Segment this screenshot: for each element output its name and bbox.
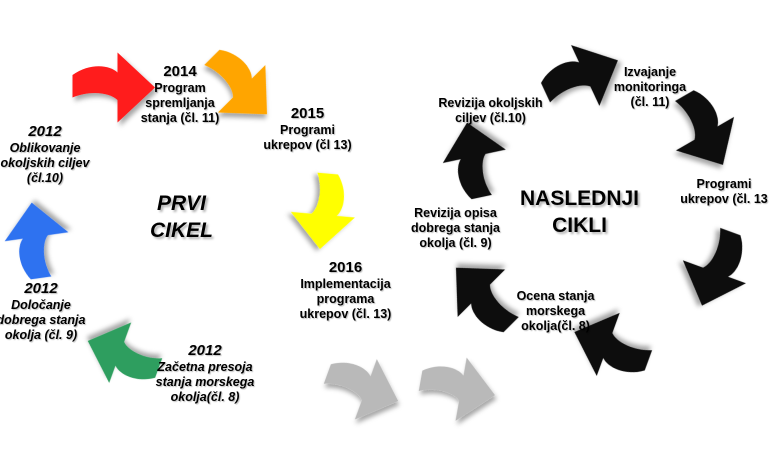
black-arrow-middle-upper <box>442 122 506 200</box>
cycle1-step-2014: 2014 Program spremljanja stanja (čl. 11) <box>130 62 230 126</box>
cycle1-step-2012-targets: 2012 Oblikovanje okoljskih ciljev (čl.10… <box>0 122 100 186</box>
black-arrow-bottom <box>574 312 653 376</box>
step-text: dobrega stanja <box>411 221 500 235</box>
cycle2-step-assessment: Ocena stanja morskega okolja(čl. 8) <box>498 289 613 334</box>
step-text: stanja (čl. 11) <box>140 111 220 125</box>
step-text: Izvajanje <box>623 65 677 79</box>
step-text: okolja (čl. 9) <box>4 328 78 342</box>
step-year: 2016 <box>328 259 363 276</box>
cycle1-step-2016: 2016 Implementacija programa ukrepov (čl… <box>288 258 403 322</box>
step-text: programa <box>316 292 375 306</box>
red-arrow <box>72 52 155 123</box>
gray-arrow-1 <box>323 359 399 420</box>
step-text: Revizija opisa <box>414 206 497 220</box>
step-text: okoljskih ciljev <box>0 156 90 170</box>
step-text: morskega <box>525 304 586 318</box>
yellow-arrow <box>290 172 356 250</box>
step-year: 2012 <box>28 123 62 140</box>
cycle2-step-monitoring: Izvajanje monitoringa (čl. 11) <box>600 65 700 110</box>
cycle2-title-line: CIKLI <box>552 214 607 237</box>
step-text: Revizija okoljskih <box>438 96 543 110</box>
cycle2-step-ges-revision: Revizija opisa dobrega stanja okolja (čl… <box>398 206 513 251</box>
cycle1-step-2012-assessment: 2012 Začetna presoja stanja morskega oko… <box>145 341 265 405</box>
step-text: Začetna presoja <box>157 360 253 374</box>
black-arrow-right-lower <box>682 227 746 306</box>
step-year: 2012 <box>188 342 222 359</box>
step-text: ciljev (čl.10) <box>455 111 526 125</box>
cycle2-title-line: NASLEDNJI <box>520 187 640 210</box>
cycle1-title-line: CIKEL <box>150 219 213 242</box>
black-arrow-middle-lower <box>455 267 519 333</box>
step-text: spremljanja <box>145 96 215 110</box>
cycle1-step-2012-ges: 2012 Določanje dobrega stanja okolja (čl… <box>0 279 96 343</box>
step-text: Program <box>154 81 206 95</box>
step-text: ukrepov (čl 13) <box>263 138 352 152</box>
step-year: 2014 <box>163 63 197 80</box>
step-year: 2012 <box>24 280 58 297</box>
step-text: dobrega stanja <box>0 313 86 327</box>
cycle1-title: PRVI CIKEL <box>150 190 213 244</box>
gray-arrow-2 <box>418 357 496 421</box>
cycle1-title-line: PRVI <box>156 192 206 215</box>
step-text: okolja(čl. 8) <box>170 390 240 404</box>
cycle1-step-2015: 2015 Programi ukrepov (čl 13) <box>250 104 365 153</box>
step-text: Implementacija <box>300 277 391 291</box>
step-text: stanja morskega <box>155 375 255 389</box>
step-text: Programi <box>280 123 335 137</box>
step-text: Programi <box>696 177 752 191</box>
blue-arrow <box>4 202 69 280</box>
green-arrow <box>87 322 163 383</box>
step-text: Oblikovanje <box>9 141 81 155</box>
cycle2-step-measures: Programi ukrepov (čl. 13 <box>672 177 776 207</box>
step-text: Določanje <box>11 298 71 312</box>
step-year: 2015 <box>290 105 325 122</box>
step-text: ukrepov (čl. 13) <box>299 307 392 321</box>
step-text: okolja (čl. 9) <box>419 236 492 250</box>
step-text: Ocena stanja <box>516 289 595 303</box>
step-text: okolja(čl. 8) <box>521 319 590 333</box>
black-arrow-right-upper <box>675 90 735 165</box>
black-arrow-top <box>540 45 618 106</box>
step-text: (čl.10) <box>26 171 64 185</box>
cycle2-step-targets-revision: Revizija okoljskih ciljev (čl.10) <box>428 96 553 126</box>
step-text: (čl. 11) <box>630 95 670 109</box>
orange-arrow <box>204 49 268 115</box>
cycle2-title: NASLEDNJI CIKLI <box>520 185 639 239</box>
step-text: ukrepov (čl. 13 <box>680 192 768 206</box>
step-text: monitoringa <box>613 80 687 94</box>
